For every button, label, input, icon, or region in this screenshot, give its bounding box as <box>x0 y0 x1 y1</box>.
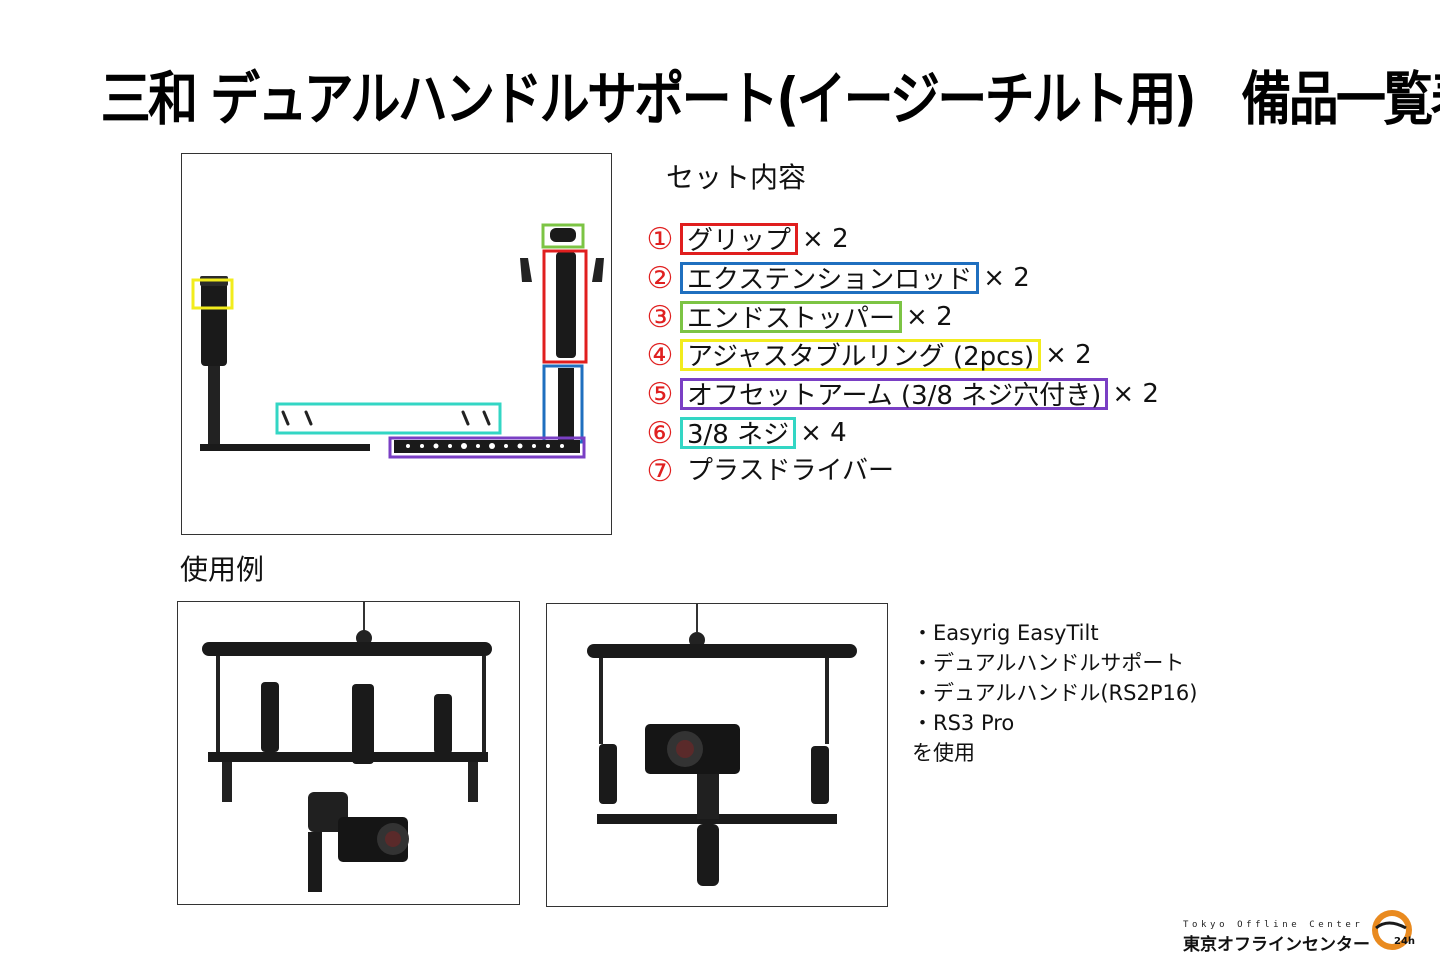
support-bar <box>202 642 492 656</box>
list-item: ⑤ オフセットアーム (3/8 ネジ穴付き) × 2 <box>640 376 1159 412</box>
end-stopper-knob <box>550 228 576 242</box>
badge-text: 24h open <box>1394 936 1418 947</box>
item-number: ② <box>646 260 674 296</box>
item-quantity: × 2 <box>983 263 1030 293</box>
item-label: 3/8 ネジ <box>680 417 797 450</box>
right-extension-rod <box>558 368 574 440</box>
usage-note-2: ・デュアルハンドルサポート <box>912 651 1185 675</box>
parts-illustration <box>191 223 604 459</box>
brand-badge-icon: 24h open <box>1370 908 1440 954</box>
parts-photo <box>181 153 612 535</box>
left-grip <box>201 278 227 366</box>
item-number: ④ <box>646 337 674 373</box>
usage-note-3: ・デュアルハンドル(RS2P16) <box>912 681 1198 705</box>
end-stopper-highlight <box>541 223 585 249</box>
list-item: ② エクステンションロッド × 2 <box>640 260 1030 296</box>
adjustable-ring-highlight <box>191 278 234 310</box>
left-extension-rod <box>208 366 220 446</box>
usage-photo-2 <box>546 603 888 907</box>
usage-note-1: ・Easyrig EasyTilt <box>912 621 1099 645</box>
grip-icon <box>599 744 617 804</box>
page-title: 三和 デュアルハンドルサポート(イージーチルト用) 備品一覧表 <box>100 65 1440 133</box>
list-item: ③ エンドストッパー × 2 <box>640 299 953 335</box>
item-number: ① <box>646 221 674 257</box>
item-number: ⑥ <box>646 415 674 451</box>
screws-highlight <box>275 402 502 435</box>
item-label: アジャスタブルリング (2pcs) <box>680 339 1042 372</box>
usage-example-heading: 使用例 <box>180 553 265 586</box>
item-quantity: × 2 <box>1112 379 1159 409</box>
grip-highlight <box>542 249 588 364</box>
list-item: ⑥ 3/8 ネジ × 4 <box>640 415 847 451</box>
brand-japanese-text: 東京オフラインセンター <box>1183 935 1370 955</box>
list-item: ⑦ プラスドライバー <box>640 453 901 489</box>
list-item: ① グリップ × 2 <box>640 221 849 257</box>
item-number: ⑤ <box>646 376 674 412</box>
brand-latin-text: Tokyo Offline Center <box>1183 920 1364 930</box>
usage-photo-1 <box>177 601 520 905</box>
item-number: ⑦ <box>646 453 674 489</box>
item-label: グリップ <box>680 223 799 256</box>
item-quantity: × 2 <box>802 224 849 254</box>
item-label: プラスドライバー <box>687 456 894 486</box>
offset-arm-highlight <box>388 436 586 459</box>
item-label: エクステンションロッド <box>680 262 980 295</box>
usage-note-4: ・RS3 Pro <box>912 711 1015 735</box>
item-label: オフセットアーム (3/8 ネジ穴付き) <box>680 378 1109 411</box>
right-grip <box>556 252 576 358</box>
item-quantity: × 2 <box>906 302 953 332</box>
item-quantity: × 2 <box>1045 340 1092 370</box>
gimbal-icon <box>697 774 719 819</box>
item-number: ③ <box>646 299 674 335</box>
item-label: エンドストッパー <box>680 301 903 334</box>
grip-icon <box>261 682 279 752</box>
screws <box>281 410 491 426</box>
usage-note-5: を使用 <box>912 741 975 765</box>
list-item: ④ アジャスタブルリング (2pcs) × 2 <box>640 337 1092 373</box>
set-contents-heading: セット内容 <box>666 161 807 194</box>
bottom-plate <box>200 444 370 451</box>
offset-arm <box>394 440 580 453</box>
support-bar <box>587 644 857 658</box>
item-quantity: × 4 <box>800 418 847 448</box>
